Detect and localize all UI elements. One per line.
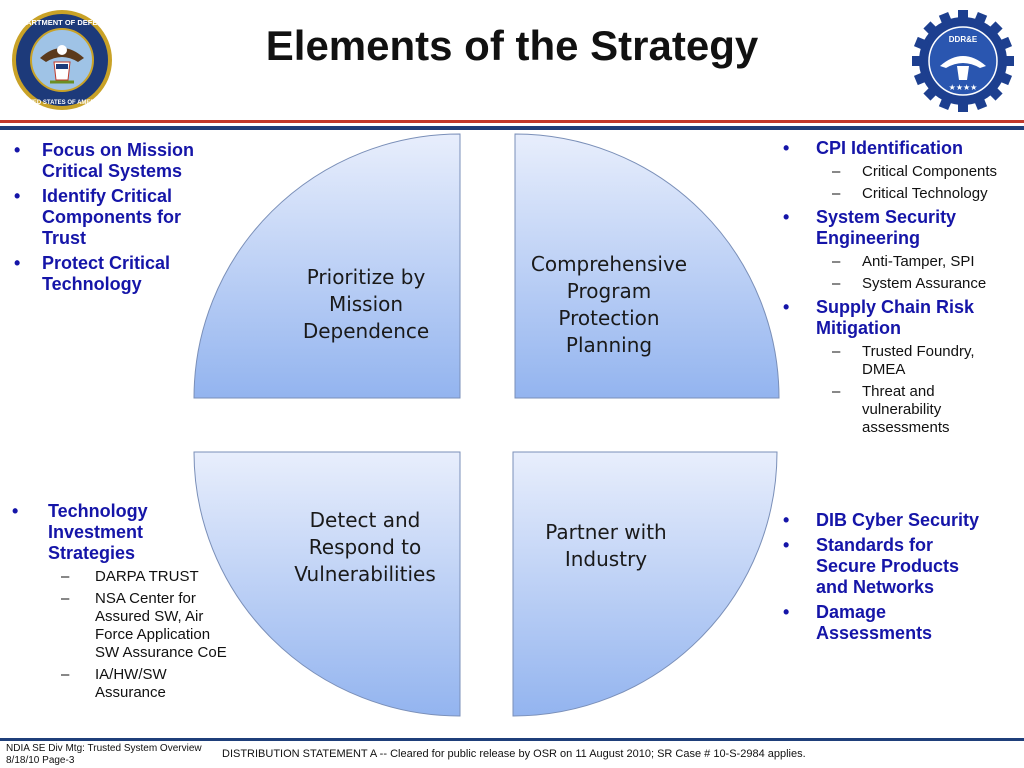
ddre-gear-seal-icon: DDR&E ★★★★ [912, 10, 1014, 112]
footer-meeting-info: NDIA SE Div Mtg: Trusted System Overview… [6, 743, 202, 767]
quadrant-bottom-left [193, 451, 461, 717]
quadrant-bottom-right [512, 451, 778, 717]
quadrant-top-left [193, 133, 461, 399]
sub-darpa-trust: DARPA TRUST [4, 568, 232, 586]
sub-threat-assessments: Threat and vulnerability assessments [775, 383, 1015, 437]
bullet-cpi-identification: CPI Identification [775, 138, 1015, 159]
dod-seal-icon: DEPARTMENT OF DEFENSE UNITED STATES OF A… [11, 10, 113, 110]
bullet-standards: Standards for Secure Products and Networ… [775, 535, 995, 598]
bullet-technology-investment: Technology Investment Strategies [4, 501, 168, 564]
bullet-protect-technology: Protect Critical Technology [6, 253, 206, 295]
footer-rule [0, 738, 1024, 741]
sub-critical-technology: Critical Technology [775, 185, 1015, 203]
footer-page-number: 8/18/10 Page-3 [6, 755, 75, 766]
right-bottom-bullets: DIB Cyber Security Standards for Secure … [775, 510, 995, 648]
seal-bottom-text: UNITED STATES OF AMERICA [19, 100, 106, 106]
sub-system-assurance: System Assurance [775, 275, 1015, 293]
quadrant-top-right [514, 133, 780, 399]
page-title: Elements of the Strategy [265, 22, 759, 69]
sub-anti-tamper: Anti-Tamper, SPI [775, 253, 1015, 271]
sub-critical-components: Critical Components [775, 163, 1015, 181]
seal-top-text: DEPARTMENT OF DEFENSE [11, 18, 113, 27]
footer-meeting-title: NDIA SE Div Mtg: Trusted System Overview [6, 743, 202, 754]
bullet-identify-components: Identify Critical Components for Trust [6, 186, 206, 249]
sub-nsa-center: NSA Center for Assured SW, Air Force App… [4, 590, 232, 662]
svg-text:★★★★: ★★★★ [949, 83, 978, 92]
sub-ia-hw-sw: IA/HW/SW Assurance [4, 666, 232, 702]
header-rule-blue [0, 126, 1024, 130]
left-bottom-bullets: Technology Investment Strategies DARPA T… [4, 501, 232, 706]
bullet-damage-assessments: Damage Assessments [775, 602, 995, 644]
gear-seal-text: DDR&E [949, 35, 978, 44]
left-top-bullets: Focus on Mission Critical Systems Identi… [6, 140, 206, 299]
distribution-statement: DISTRIBUTION STATEMENT A -- Cleared for … [222, 748, 806, 760]
bullet-dib-cyber: DIB Cyber Security [775, 510, 995, 531]
bullet-focus-mission: Focus on Mission Critical Systems [6, 140, 206, 182]
right-top-bullets: CPI Identification Critical Components C… [775, 138, 1015, 441]
sub-trusted-foundry: Trusted Foundry, DMEA [775, 343, 1015, 379]
header-rule-red [0, 120, 1024, 123]
bullet-system-security-engineering: System Security Engineering [775, 207, 1015, 249]
bullet-supply-chain: Supply Chain Risk Mitigation [775, 297, 1015, 339]
